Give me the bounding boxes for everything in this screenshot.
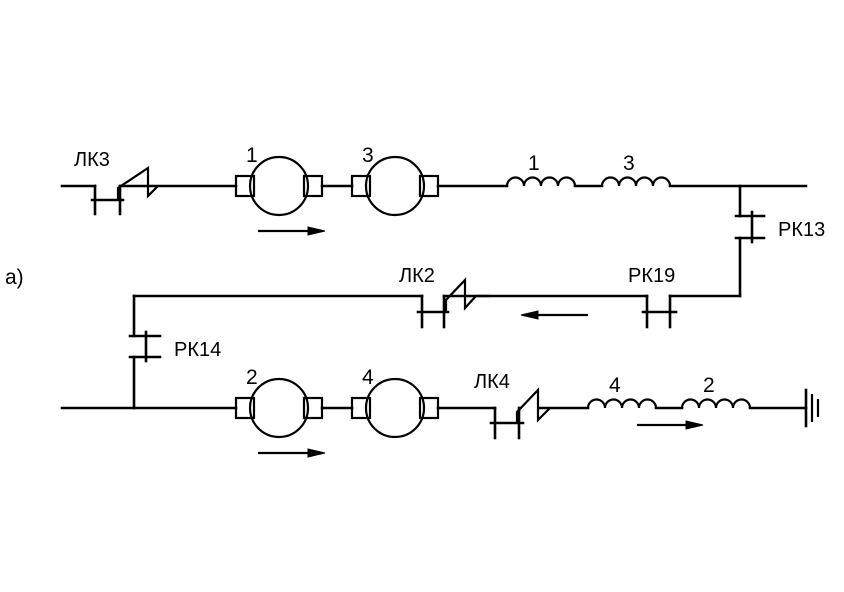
- contact-rk14: РК14: [128, 330, 221, 363]
- contact-rk19: РК19: [628, 265, 678, 329]
- field-coil-1-label: 1: [528, 152, 540, 175]
- motor-3-label: 3: [362, 144, 374, 167]
- contactor-lk3: ЛК3: [74, 149, 159, 216]
- field-coil-2-label: 2: [703, 374, 715, 397]
- top-branch: ЛК3 1 3 1 3: [60, 144, 808, 236]
- contact-rk19-label: РК19: [628, 265, 675, 287]
- contact-rk13-label: РК13: [778, 219, 825, 241]
- field-coil-1: 1: [505, 152, 577, 187]
- motor-4-label: 4: [362, 366, 374, 389]
- contactor-lk4-label: ЛК4: [474, 371, 510, 393]
- current-arrow-bottom-coil: [637, 420, 704, 430]
- field-coil-2: 2: [680, 374, 752, 409]
- motor-3: 3: [350, 144, 440, 217]
- motor-4: 4: [350, 366, 440, 439]
- motor-1-label: 1: [246, 144, 258, 167]
- contactor-lk4: ЛК4: [474, 371, 551, 440]
- middle-branch: РК19 ЛК2: [132, 265, 742, 329]
- current-arrow-middle: [520, 310, 588, 320]
- contact-rk14-label: РК14: [174, 339, 221, 361]
- current-arrow-top: [258, 226, 326, 236]
- figure-label: а): [5, 266, 24, 289]
- field-coil-4-label: 4: [609, 374, 621, 397]
- motor-2-label: 2: [246, 366, 258, 389]
- contactor-lk2-label: ЛК2: [399, 265, 435, 287]
- field-coil-3: 3: [600, 152, 672, 187]
- ground-icon: [804, 388, 820, 428]
- motor-1: 1: [234, 144, 324, 217]
- motor-2: 2: [234, 366, 324, 439]
- field-coil-3-label: 3: [623, 152, 635, 175]
- field-coil-4: 4: [586, 374, 658, 409]
- right-riser: РК13: [734, 184, 825, 298]
- current-arrow-bottom-motor: [258, 448, 326, 458]
- left-riser: РК14: [128, 294, 221, 410]
- contactor-lk2: ЛК2: [399, 265, 490, 329]
- contactor-lk3-label: ЛК3: [74, 149, 110, 171]
- bottom-branch: 2 4 ЛК4 4 2: [60, 366, 820, 458]
- contact-rk13: РК13: [734, 210, 825, 244]
